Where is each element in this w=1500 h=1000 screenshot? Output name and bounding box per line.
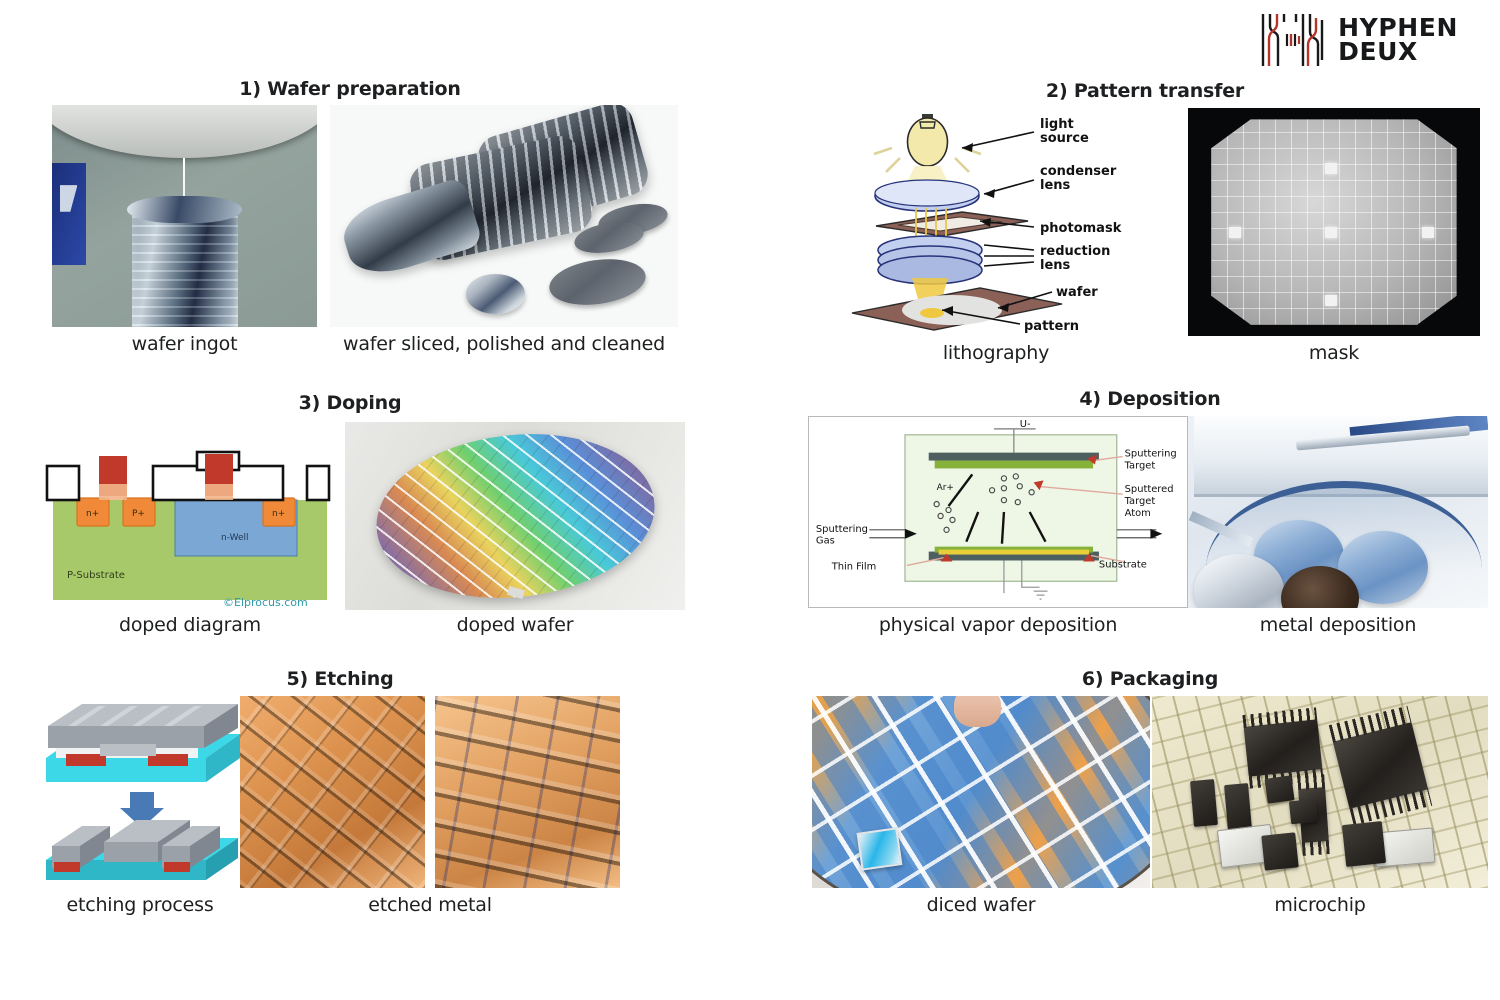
wafer-ingot-caption: wafer ingot bbox=[131, 333, 238, 355]
label-n-well: n-Well bbox=[221, 533, 249, 543]
lithography-diagram: light source condenser lens photomask re… bbox=[812, 108, 1180, 336]
metal-deposition-photo bbox=[1188, 416, 1488, 608]
label-wafer: wafer bbox=[1056, 285, 1098, 300]
label-n-plus-right: n+ bbox=[272, 509, 285, 519]
microchip-caption: microchip bbox=[1274, 894, 1366, 916]
label-sputtering-gas-line2: Gas bbox=[816, 536, 835, 547]
mask-caption: mask bbox=[1308, 342, 1360, 364]
label-sputtered-atom-line3: Atom bbox=[1125, 508, 1151, 519]
label-thin-film: Thin Film bbox=[831, 561, 877, 572]
doped-wafer-photo bbox=[345, 422, 685, 610]
circuit-h-logo-icon bbox=[1261, 14, 1324, 66]
doped-diagram-caption: doped diagram bbox=[119, 614, 261, 636]
step-5-title: 5) Etching bbox=[286, 668, 394, 690]
step-3-title: 3) Doping bbox=[298, 392, 402, 414]
label-light-source-line1: light bbox=[1040, 117, 1074, 132]
etched-metal-photo-1 bbox=[240, 696, 425, 888]
step-6-title: 6) Packaging bbox=[1081, 668, 1219, 690]
label-photomask: photomask bbox=[1040, 221, 1122, 236]
doped-wafer-caption: doped wafer bbox=[456, 614, 574, 636]
brand-logo: HYPHEN DEUX bbox=[1258, 12, 1458, 68]
label-light-source-line2: source bbox=[1040, 131, 1089, 146]
label-p-plus-mid: P+ bbox=[132, 509, 145, 519]
label-reduction-line2: lens bbox=[1040, 258, 1071, 273]
label-sputtering-target-line2: Target bbox=[1124, 460, 1156, 471]
brand-name-line1: HYPHEN bbox=[1338, 13, 1458, 42]
step-1-title: 1) Wafer preparation bbox=[239, 78, 461, 100]
label-ar-plus: Ar+ bbox=[937, 483, 954, 493]
elprocus-watermark: ©Elprocus.com bbox=[223, 596, 308, 609]
microchip-photo bbox=[1152, 696, 1488, 888]
metal-deposition-caption: metal deposition bbox=[1259, 614, 1417, 636]
step-2-section: 2) Pattern transfer bbox=[800, 80, 1490, 370]
label-substrate: Substrate bbox=[1099, 559, 1147, 570]
step-3-section: 3) Doping n+ bbox=[20, 392, 685, 650]
label-sputtering-gas-line1: Sputtering bbox=[816, 524, 868, 535]
step-1-section: 1) Wafer preparation wafer ingot wafer s… bbox=[20, 78, 680, 366]
pvd-caption: physical vapor deposition bbox=[878, 614, 1118, 636]
label-condenser-line2: lens bbox=[1040, 178, 1071, 193]
etched-metal-photo-2 bbox=[435, 696, 620, 888]
label-pattern: pattern bbox=[1024, 319, 1079, 334]
label-n-plus-left: n+ bbox=[86, 509, 99, 519]
brand-name-line2: DEUX bbox=[1338, 37, 1418, 66]
mask-photo bbox=[1188, 108, 1480, 336]
label-sputtered-atom-line2: Target bbox=[1124, 496, 1156, 507]
label-condenser-line1: condenser bbox=[1040, 164, 1117, 179]
step-4-title: 4) Deposition bbox=[1079, 388, 1221, 410]
label-reduction-line1: reduction bbox=[1040, 244, 1110, 259]
step-6-section: 6) Packaging diced wafer microchip bbox=[800, 668, 1500, 936]
step-4-section: 4) Deposition bbox=[800, 388, 1500, 650]
pvd-diagram: Ar+ bbox=[808, 416, 1188, 608]
label-sputtered-atom-line1: Sputtered bbox=[1125, 484, 1174, 495]
sliced-wafer-caption: wafer sliced, polished and cleaned bbox=[343, 333, 665, 355]
doped-diagram: n+ P+ n+ n-Well P-Substrate ©Elprocus.co… bbox=[45, 422, 335, 610]
label-u-minus: U- bbox=[1020, 419, 1031, 430]
etched-metal-caption: etched metal bbox=[368, 894, 492, 916]
wafer-ingot-photo bbox=[52, 105, 317, 327]
diced-wafer-photo bbox=[812, 696, 1150, 888]
label-p-substrate: P-Substrate bbox=[67, 570, 125, 581]
step-2-title: 2) Pattern transfer bbox=[1045, 80, 1245, 102]
etching-process-diagram bbox=[38, 696, 248, 888]
step-5-section: 5) Etching bbox=[20, 668, 660, 936]
label-sputtering-target-line1: Sputtering bbox=[1125, 449, 1177, 460]
sliced-wafer-photo bbox=[330, 105, 678, 327]
diced-wafer-caption: diced wafer bbox=[926, 894, 1036, 916]
etching-process-caption: etching process bbox=[66, 894, 214, 916]
lithography-caption: lithography bbox=[942, 342, 1050, 364]
